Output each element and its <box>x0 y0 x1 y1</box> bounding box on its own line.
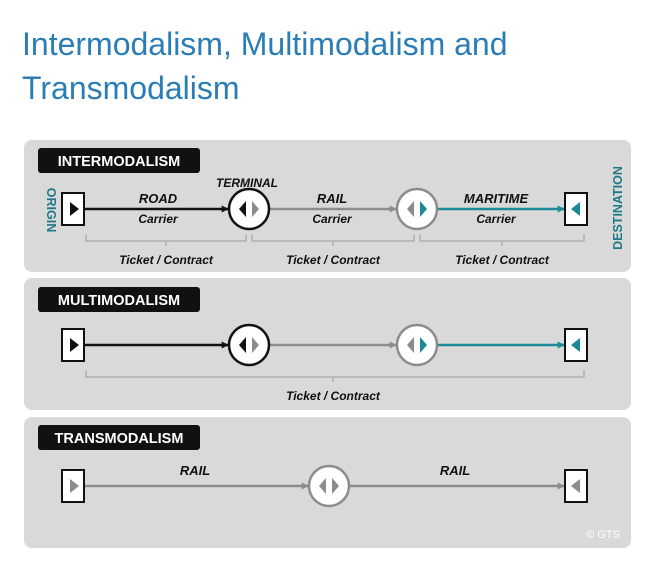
terminal-out-icon <box>420 337 427 353</box>
intermodalism-label: INTERMODALISM <box>58 154 180 170</box>
terminal-node-1 <box>227 323 271 367</box>
rail-label: RAIL <box>317 191 347 206</box>
multimodalism-panel: MULTIMODALISM Ticket / Contract <box>24 278 631 410</box>
maritime-carrier-label: Carrier <box>476 212 517 226</box>
transmodalism-panel: TRANSMODALISM RAIL RAIL © GTS <box>24 417 631 548</box>
page-title: Intermodalism, Multimodalism and Transmo… <box>22 22 632 110</box>
transmodalism-label: TRANSMODALISM <box>55 431 184 447</box>
terminal-in-icon <box>319 478 326 494</box>
terminal-in-icon <box>239 201 246 217</box>
rail-label-2: RAIL <box>440 463 470 478</box>
intermodalism-panel: INTERMODALISM ORIGIN DESTINATION TERMINA… <box>24 140 631 272</box>
origin-arrow-icon <box>70 338 79 352</box>
road-label: ROAD <box>139 191 178 206</box>
ticket-contract-label-2: Ticket / Contract <box>286 253 381 267</box>
destination-arrow-icon <box>571 202 580 216</box>
terminal-out-icon <box>420 201 427 217</box>
terminal-in-icon <box>239 337 246 353</box>
destination-arrow-icon <box>571 338 580 352</box>
terminal-out-icon <box>332 478 339 494</box>
rail-label-1: RAIL <box>180 463 210 478</box>
ticket-contract-label-3: Ticket / Contract <box>455 253 550 267</box>
origin-arrow-icon <box>70 479 79 493</box>
terminal-in-icon <box>407 201 414 217</box>
maritime-label: MARITIME <box>464 191 529 206</box>
multimodalism-badge <box>38 287 200 312</box>
contract-bracket <box>85 370 585 378</box>
terminal-label: TERMINAL <box>216 176 278 190</box>
ticket-contract-label: Ticket / Contract <box>286 389 381 403</box>
title-line-1: Intermodalism, Multimodalism and <box>22 26 508 62</box>
road-carrier-label: Carrier <box>138 212 179 226</box>
terminal-node <box>307 464 351 508</box>
destination-label: DESTINATION <box>611 166 625 250</box>
origin-label: ORIGIN <box>44 188 58 232</box>
terminal-out-icon <box>252 337 259 353</box>
transmodalism-badge <box>38 425 200 450</box>
terminal-node-1 <box>227 187 271 231</box>
terminal-out-icon <box>252 201 259 217</box>
intermodalism-badge <box>38 148 200 173</box>
rail-carrier-label: Carrier <box>312 212 353 226</box>
origin-arrow-icon <box>70 202 79 216</box>
title-line-2: Transmodalism <box>22 70 240 106</box>
ticket-contract-label-1: Ticket / Contract <box>119 253 214 267</box>
destination-arrow-icon <box>571 479 580 493</box>
terminal-node-2 <box>395 187 439 231</box>
multimodalism-label: MULTIMODALISM <box>58 293 180 309</box>
copyright-notice: © GTS <box>586 529 620 541</box>
terminal-node-2 <box>395 323 439 367</box>
terminal-in-icon <box>407 337 414 353</box>
